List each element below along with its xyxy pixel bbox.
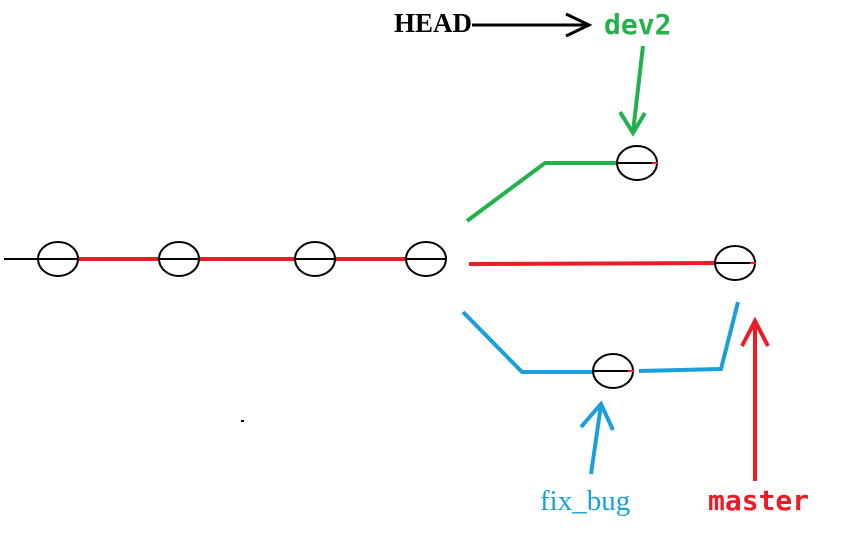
fix-bug-merge-line [638, 301, 740, 373]
master-branch-label: master [708, 484, 810, 517]
commit-node [158, 241, 200, 277]
dev2-branch-label: dev2 [604, 8, 672, 41]
master-pointer-arrow [740, 316, 770, 481]
fix-bug-pointer-arrow [579, 400, 615, 475]
stray-dot [241, 420, 244, 422]
head-pointer-arrow [472, 12, 593, 38]
master-commit-node [714, 245, 756, 281]
commit-node [405, 241, 447, 277]
dev2-pointer-arrow [618, 45, 647, 137]
commit-node [294, 241, 336, 277]
master-branch-line [468, 261, 715, 266]
fix-bug-branch-line [461, 310, 592, 374]
head-label: HEAD [394, 8, 473, 38]
fix-bug-branch-label: fix_bug [540, 485, 631, 517]
commit-node [37, 241, 79, 277]
dev2-commit-node [616, 145, 658, 181]
dev2-branch-line [465, 161, 618, 223]
fix-bug-commit-node [592, 353, 634, 389]
